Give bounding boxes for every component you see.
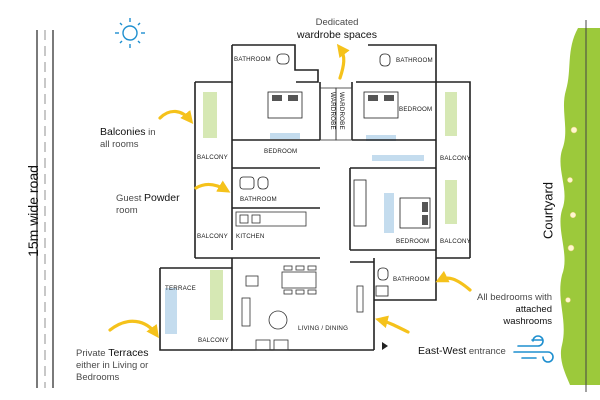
room-bathroom-right-low: BATHROOM bbox=[393, 276, 430, 283]
room-bathroom-top-left: BATHROOM bbox=[234, 56, 271, 63]
room-wardrobe-1: WARDROBE bbox=[329, 92, 336, 130]
annotation-wardrobe-line1: Dedicated bbox=[315, 17, 359, 28]
annotation-entrance-strong: East-West bbox=[418, 345, 467, 357]
annotation-entrance-rest: entrance bbox=[466, 346, 506, 357]
annotation-balconies-strong: Balconies bbox=[100, 126, 146, 138]
bathroom-fixtures bbox=[239, 53, 391, 297]
courtyard-label: Courtyard bbox=[540, 181, 556, 240]
courtyard-greenery bbox=[560, 28, 600, 385]
beds bbox=[267, 91, 431, 229]
annotation-powder-line2: room bbox=[116, 205, 138, 216]
annotation-powder-pre: Guest bbox=[116, 193, 144, 204]
annotation-powder: Guest Powder room bbox=[116, 192, 180, 217]
annotation-washrooms: All bedrooms with attached washrooms bbox=[468, 292, 552, 328]
room-bathroom-top-right: BATHROOM bbox=[396, 57, 433, 64]
kitchen-counter bbox=[235, 211, 307, 227]
annotation-washrooms-strong: attached washrooms bbox=[503, 304, 552, 327]
annotation-terraces-line2: either in Living or bbox=[76, 360, 149, 371]
annotation-powder-strong: Powder bbox=[144, 192, 180, 204]
annotation-entrance: East-West entrance bbox=[418, 345, 506, 358]
room-kitchen: KITCHEN bbox=[236, 233, 265, 240]
road-label: 15m wide road bbox=[25, 165, 41, 257]
sun-icon bbox=[115, 18, 145, 48]
annotation-balconies-rest: in bbox=[145, 127, 156, 138]
courtyard-flowers bbox=[565, 126, 578, 303]
room-bedroom-top: BEDROOM bbox=[264, 148, 297, 155]
wind-icon bbox=[513, 335, 554, 363]
annotation-washrooms-line1: All bedrooms with bbox=[477, 292, 552, 303]
annotation-balconies-line2: all rooms bbox=[100, 139, 139, 150]
room-living-dining: LIVING / DINING bbox=[298, 325, 348, 332]
room-balcony-left-mid: BALCONY bbox=[197, 233, 228, 240]
annotation-terraces-strong: Terraces bbox=[108, 347, 149, 359]
entrance-marker bbox=[382, 342, 388, 350]
annotation-wardrobe: Dedicated wardrobe spaces bbox=[282, 17, 392, 42]
room-balcony-right-mid: BALCONY bbox=[440, 238, 471, 245]
room-bedroom-right-mid: BEDROOM bbox=[396, 238, 429, 245]
room-wardrobe-2: WARDROBE bbox=[338, 92, 345, 130]
living-furniture bbox=[241, 265, 364, 351]
glass-panels bbox=[165, 133, 424, 334]
walls bbox=[159, 44, 471, 351]
wardrobe-units bbox=[319, 87, 353, 141]
room-balcony-right-top: BALCONY bbox=[440, 155, 471, 162]
room-terrace: TERRACE bbox=[165, 285, 196, 292]
room-bedroom-right-top: BEDROOM bbox=[399, 106, 432, 113]
annotation-terraces-line3: Bedrooms bbox=[76, 372, 120, 383]
room-balcony-left-top: BALCONY bbox=[197, 154, 228, 161]
annotation-terraces: Private Terraces either in Living or Bed… bbox=[76, 347, 148, 384]
arrow-icon bbox=[108, 43, 472, 339]
annotation-wardrobe-line2: wardrobe spaces bbox=[297, 29, 377, 41]
room-balcony-bottom: BALCONY bbox=[198, 337, 229, 344]
annotation-balconies: Balconies in all rooms bbox=[100, 126, 156, 151]
room-bathroom-mid: BATHROOM bbox=[240, 196, 277, 203]
road bbox=[36, 30, 54, 388]
balcony-planters bbox=[203, 92, 457, 320]
room-labels: BATHROOM BATHROOM WARDROBE WARDROBE BEDR… bbox=[165, 56, 471, 344]
annotation-terraces-pre: Private bbox=[76, 348, 109, 359]
